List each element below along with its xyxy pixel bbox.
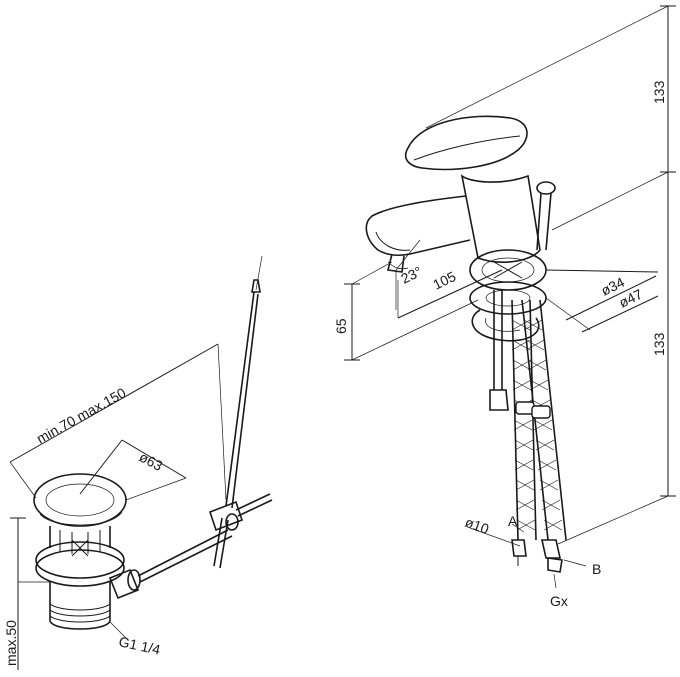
dim-hose-diameter: ø10 [463, 514, 491, 537]
mounting-stud [489, 290, 509, 411]
dim-drain-length: min.70 max.150 [34, 384, 129, 446]
dim-top-height: 133 [651, 80, 667, 104]
dim-reach: 105 [430, 268, 458, 293]
faucet-base [469, 249, 547, 342]
dim-drain-diameter: ø63 [137, 449, 166, 475]
dim-lower-height: 133 [651, 332, 667, 356]
dim-spout-height: 65 [333, 318, 349, 334]
drain-assembly [33, 255, 273, 630]
dimension-lines-faucet [344, 5, 676, 589]
flexible-hoses [511, 299, 567, 573]
dim-drain-height: max.50 [3, 620, 19, 666]
dim-thread: G1 1/4 [117, 633, 162, 657]
label-hose-b: B [592, 561, 601, 577]
label-thread-gx: Gx [550, 593, 568, 609]
label-hose-a: A [508, 513, 518, 529]
faucet-body [365, 115, 556, 273]
dimension-lines-drain [9, 343, 227, 670]
